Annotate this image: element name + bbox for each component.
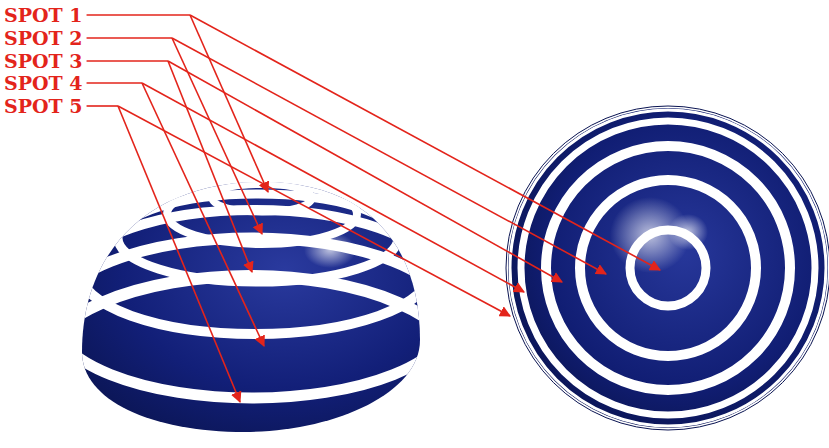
leader-line <box>87 60 168 62</box>
hemisphere-top-view <box>506 106 829 430</box>
spot-label: SPOT 5 <box>4 95 83 117</box>
leader-group <box>87 15 660 402</box>
spot-label: SPOT 3 <box>4 50 83 72</box>
leader-line <box>87 37 172 39</box>
leader-line <box>87 82 142 84</box>
spot-label: SPOT 2 <box>4 27 83 49</box>
leader-arrow <box>172 38 262 234</box>
leader-arrow <box>118 106 240 402</box>
leader-arrow <box>168 61 562 282</box>
leader-arrow <box>142 83 264 346</box>
spot-label: SPOT 4 <box>4 72 83 94</box>
leader-line <box>87 105 118 107</box>
spot-label: SPOT 1 <box>4 4 83 26</box>
leader-arrow <box>118 106 510 316</box>
leader-line <box>87 14 190 16</box>
leader-arrow <box>142 83 524 292</box>
leader-arrow <box>172 38 606 274</box>
